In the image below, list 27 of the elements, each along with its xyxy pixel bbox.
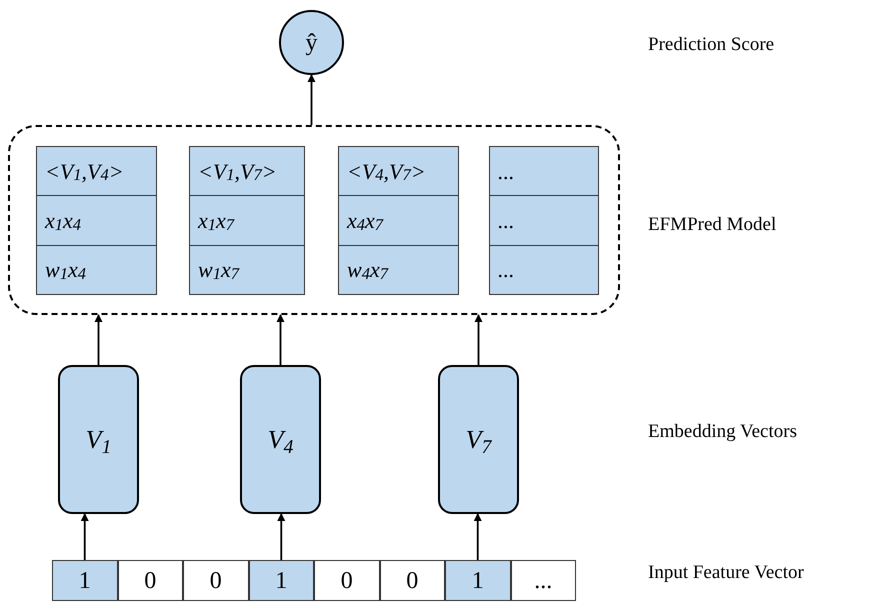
feature-pair-column bbox=[338, 146, 459, 295]
layer-label: Prediction Score bbox=[648, 32, 774, 57]
embedding-vector-box: V$_{7}$ bbox=[438, 365, 519, 514]
arrow bbox=[474, 314, 482, 365]
arrow bbox=[474, 513, 482, 560]
vector-cell: 0 bbox=[118, 560, 183, 601]
vector-cell: 0 bbox=[183, 560, 248, 601]
arrow bbox=[308, 74, 316, 125]
vector-cell: ... bbox=[510, 560, 576, 601]
embedding-vector-box: V$_{1}$ bbox=[58, 365, 139, 514]
arrow bbox=[277, 513, 286, 560]
vector-cell: 0 bbox=[380, 560, 445, 601]
arrow bbox=[80, 513, 89, 560]
model-boundary bbox=[8, 125, 620, 315]
vector-cell: 0 bbox=[314, 560, 380, 601]
vector-cell: 1 bbox=[445, 560, 510, 601]
embedding-vector-box: V$_{4}$ bbox=[240, 365, 321, 514]
feature-pair-column bbox=[189, 146, 305, 295]
layer-label: Embedding Vectors bbox=[648, 420, 797, 444]
feature-pair-column bbox=[489, 146, 599, 295]
layer-label: EFMPred Model bbox=[648, 212, 776, 237]
vector-cell: 1 bbox=[52, 560, 118, 601]
arrow bbox=[94, 314, 102, 365]
layer-label: Input Feature Vector bbox=[648, 560, 804, 585]
vector-cell: 1 bbox=[248, 560, 314, 601]
arrow bbox=[276, 314, 284, 365]
feature-pair-column bbox=[36, 146, 157, 295]
